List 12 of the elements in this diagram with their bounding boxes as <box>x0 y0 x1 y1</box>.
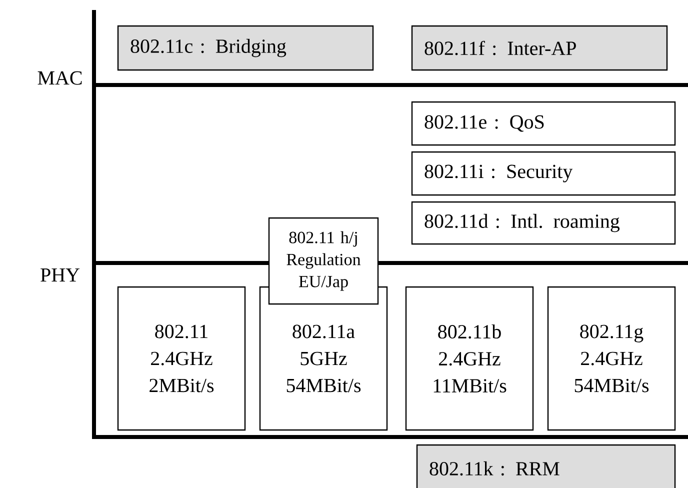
standard-box: 802.11k : RRM <box>416 444 676 488</box>
phy-standard-box: 802.11b 2.4GHz 11MBit/s <box>405 286 534 431</box>
regulation-box: 802.11 h/j Regulation EU/Jap <box>268 217 379 305</box>
standard-box: 802.11c : Bridging <box>117 25 374 71</box>
standard-box: 802.11e : QoS <box>411 101 676 146</box>
standard-box: 802.11d : Intl. roaming <box>411 201 676 245</box>
layer-label: PHY <box>40 268 80 282</box>
phy-standard-box: 802.11g 2.4GHz 54MBit/s <box>547 286 676 431</box>
standard-box: 802.11f : Inter-AP <box>411 25 668 71</box>
standard-box: 802.11i : Security <box>411 151 676 196</box>
phy-standard-box: 802.11 2.4GHz 2MBit/s <box>117 286 246 431</box>
layer-label: MAC <box>38 71 82 85</box>
